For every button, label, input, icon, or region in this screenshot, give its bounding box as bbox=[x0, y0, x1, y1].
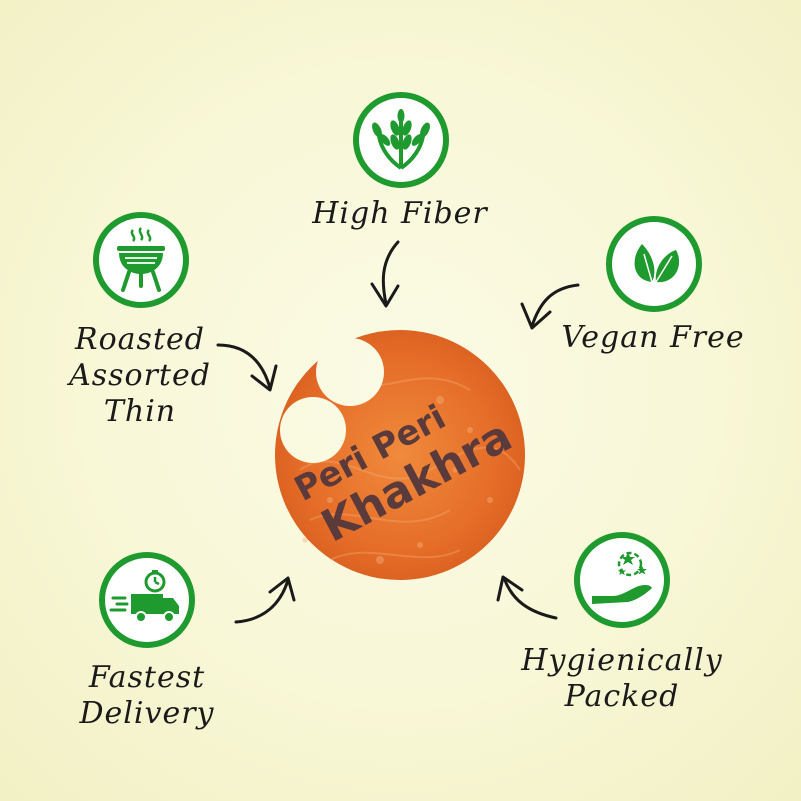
label-high-fiber: High Fiber bbox=[312, 196, 488, 231]
arrow-from-delivery bbox=[234, 576, 296, 624]
label-vegan-free: Vegan Free bbox=[561, 320, 745, 355]
label-fastest-delivery: Fastest Delivery bbox=[79, 660, 215, 731]
arrow-from-high-fiber bbox=[370, 240, 400, 308]
delivery-truck-icon bbox=[97, 550, 197, 650]
arrow-from-roasted bbox=[216, 343, 278, 392]
wheat-icon bbox=[351, 90, 451, 190]
grill-icon bbox=[91, 210, 191, 310]
label-roasted-assorted-thin: Roasted Assorted Thin bbox=[69, 322, 211, 429]
arrow-from-vegan-free bbox=[520, 283, 580, 330]
label-hygienically-packed: Hygienically Packed bbox=[521, 643, 723, 714]
hand-sparkle-icon bbox=[572, 530, 672, 630]
arrow-from-hygienic bbox=[496, 575, 558, 620]
leaf-icon bbox=[604, 214, 704, 314]
